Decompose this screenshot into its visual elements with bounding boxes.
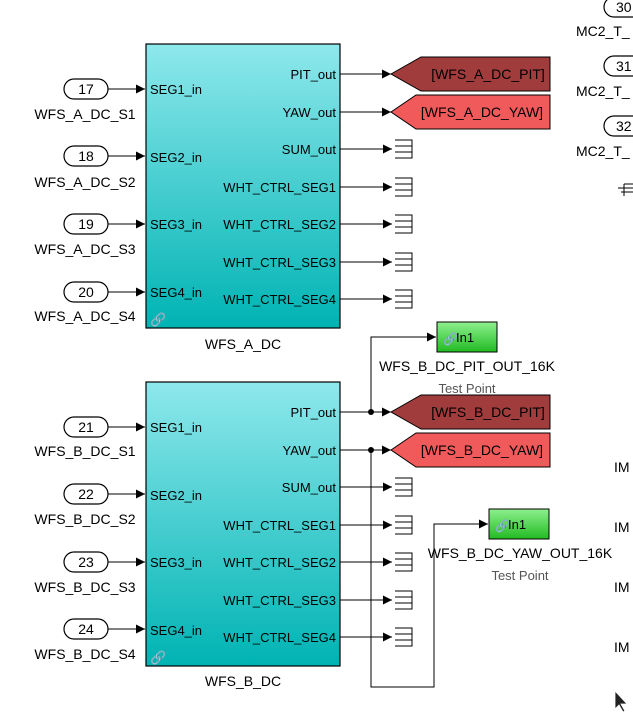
right-edge-inports[interactable]: 30 MC2_T_ 31 MC2_T_ 32 MC2_T_ <box>576 0 633 159</box>
port-label: SEG3_in <box>150 217 202 232</box>
signal-lines-b[interactable] <box>340 332 488 688</box>
goto-wfs-a-dc-pit[interactable]: [WFS_A_DC_PIT] <box>389 56 551 92</box>
port-label: SEG2_in <box>150 150 202 165</box>
goto-wfs-a-dc-yaw[interactable]: [WFS_A_DC_YAW] <box>390 94 551 130</box>
test-point-pit[interactable]: 🔗 In1 WFS_B_DC_PIT_OUT_16K Test Point <box>379 321 556 396</box>
terminator-icons-b <box>395 477 413 647</box>
svg-text:In1: In1 <box>456 330 474 345</box>
svg-text:PIT_out: PIT_out <box>290 67 336 82</box>
svg-text:MC2_T_: MC2_T_ <box>576 83 630 99</box>
block-body[interactable] <box>145 43 341 329</box>
inport-23[interactable]: 23 WFS_B_DC_S3 SEG3_in <box>34 551 202 595</box>
link-icon: 🔗 <box>495 518 510 533</box>
svg-text:WHT_CTRL_SEG3: WHT_CTRL_SEG3 <box>223 255 336 270</box>
outport-labels-b: PIT_out YAW_out SUM_out WHT_CTRL_SEG1 WH… <box>223 405 336 645</box>
svg-text:WFS_B_DC_S1: WFS_B_DC_S1 <box>34 443 135 459</box>
svg-text:30: 30 <box>616 0 632 15</box>
svg-text:SUM_out: SUM_out <box>282 480 337 495</box>
svg-text:WFS_B_DC_S3: WFS_B_DC_S3 <box>34 579 135 595</box>
svg-text:YAW_out: YAW_out <box>283 443 337 458</box>
svg-text:SUM_out: SUM_out <box>282 142 337 157</box>
svg-text:YAW_out: YAW_out <box>283 105 337 120</box>
svg-text:WHT_CTRL_SEG2: WHT_CTRL_SEG2 <box>223 217 336 232</box>
svg-text:PIT_out: PIT_out <box>290 405 336 420</box>
svg-text:WFS_A_DC_S2: WFS_A_DC_S2 <box>34 174 135 190</box>
svg-text:17: 17 <box>78 81 94 97</box>
terminator-icons-a <box>395 139 413 309</box>
mouse-cursor-icon <box>614 689 628 713</box>
branch-point <box>368 447 374 453</box>
svg-text:[WFS_B_DC_PIT]: [WFS_B_DC_PIT] <box>431 404 545 420</box>
svg-text:IM: IM <box>614 519 630 535</box>
inport-21[interactable]: 21 WFS_B_DC_S1 SEG1_in <box>34 416 202 459</box>
svg-text:IM: IM <box>614 579 630 595</box>
inport-17[interactable]: 17 WFS_A_DC_S1 SEG1_in <box>34 78 202 122</box>
svg-text:21: 21 <box>78 419 94 435</box>
ground-icon <box>618 183 633 196</box>
inport-18[interactable]: 18 WFS_A_DC_S2 SEG2_in <box>34 145 202 190</box>
signal-lines-a[interactable] <box>340 69 392 304</box>
svg-text:WFS_A_DC_S1: WFS_A_DC_S1 <box>34 106 135 122</box>
block-name: WFS_A_DC <box>205 336 281 352</box>
port-label: SEG3_in <box>150 555 202 570</box>
svg-text:20: 20 <box>78 284 94 300</box>
svg-text:WHT_CTRL_SEG1: WHT_CTRL_SEG1 <box>223 518 336 533</box>
port-label: SEG4_in <box>150 623 202 638</box>
subsystem-block-wfs-a-dc[interactable]: 🔗 WFS_A_DC <box>145 43 341 352</box>
subsystem-block-wfs-b-dc[interactable]: 🔗 WFS_B_DC <box>145 381 341 689</box>
goto-wfs-b-dc-yaw[interactable]: [WFS_B_DC_YAW] <box>390 432 551 468</box>
svg-text:MC2_T_: MC2_T_ <box>576 143 630 159</box>
svg-text:WFS_B_DC_S2: WFS_B_DC_S2 <box>34 511 135 527</box>
svg-text:31: 31 <box>616 58 632 74</box>
svg-text:In1: In1 <box>508 517 526 532</box>
branch-point <box>368 409 374 415</box>
block-name: WFS_B_DC <box>205 673 281 689</box>
link-icon: 🔗 <box>443 331 458 346</box>
right-edge-im-labels: IM IM IM IM <box>614 459 630 655</box>
svg-text:[WFS_A_DC_YAW]: [WFS_A_DC_YAW] <box>421 104 543 120</box>
svg-text:Test Point: Test Point <box>491 568 548 583</box>
svg-text:18: 18 <box>78 148 94 164</box>
port-label: SEG4_in <box>150 285 202 300</box>
svg-text:24: 24 <box>78 621 94 637</box>
inport-22[interactable]: 22 WFS_B_DC_S2 SEG2_in <box>34 483 202 527</box>
inport-20[interactable]: 20 WFS_A_DC_S4 SEG4_in <box>34 281 202 324</box>
svg-text:WHT_CTRL_SEG4: WHT_CTRL_SEG4 <box>223 292 336 307</box>
svg-text:23: 23 <box>78 554 94 570</box>
link-icon: 🔗 <box>150 649 166 666</box>
svg-text:WHT_CTRL_SEG4: WHT_CTRL_SEG4 <box>223 630 336 645</box>
svg-text:WFS_B_DC_S4: WFS_B_DC_S4 <box>34 646 135 662</box>
test-point-yaw[interactable]: 🔗 In1 WFS_B_DC_YAW_OUT_16K Test Point <box>428 508 613 583</box>
svg-text:WFS_A_DC_S3: WFS_A_DC_S3 <box>34 241 135 257</box>
svg-text:WHT_CTRL_SEG1: WHT_CTRL_SEG1 <box>223 180 336 195</box>
port-label: SEG1_in <box>150 82 202 97</box>
svg-text:IM: IM <box>614 459 630 475</box>
link-icon: 🔗 <box>150 311 166 328</box>
goto-wfs-b-dc-pit[interactable]: [WFS_B_DC_PIT] <box>389 394 551 430</box>
svg-text:WFS_B_DC_PIT_OUT_16K: WFS_B_DC_PIT_OUT_16K <box>379 358 555 374</box>
svg-text:MC2_T_: MC2_T_ <box>576 23 630 39</box>
svg-text:Test Point: Test Point <box>438 381 495 396</box>
port-label: SEG1_in <box>150 420 202 435</box>
svg-text:32: 32 <box>616 118 632 134</box>
svg-text:IM: IM <box>614 639 630 655</box>
svg-text:WHT_CTRL_SEG3: WHT_CTRL_SEG3 <box>223 593 336 608</box>
outport-labels-a: PIT_out YAW_out SUM_out WHT_CTRL_SEG1 WH… <box>223 67 336 307</box>
svg-text:[WFS_A_DC_PIT]: [WFS_A_DC_PIT] <box>431 66 545 82</box>
svg-text:19: 19 <box>78 216 94 232</box>
svg-text:22: 22 <box>78 486 94 502</box>
svg-text:WHT_CTRL_SEG2: WHT_CTRL_SEG2 <box>223 555 336 570</box>
port-label: SEG2_in <box>150 488 202 503</box>
svg-text:WFS_B_DC_YAW_OUT_16K: WFS_B_DC_YAW_OUT_16K <box>428 545 613 561</box>
svg-text:WFS_A_DC_S4: WFS_A_DC_S4 <box>34 308 135 324</box>
inport-24[interactable]: 24 WFS_B_DC_S4 SEG4_in <box>34 618 202 662</box>
svg-text:[WFS_B_DC_YAW]: [WFS_B_DC_YAW] <box>421 442 543 458</box>
inport-19[interactable]: 19 WFS_A_DC_S3 SEG3_in <box>34 213 202 257</box>
block-body[interactable] <box>145 381 341 667</box>
